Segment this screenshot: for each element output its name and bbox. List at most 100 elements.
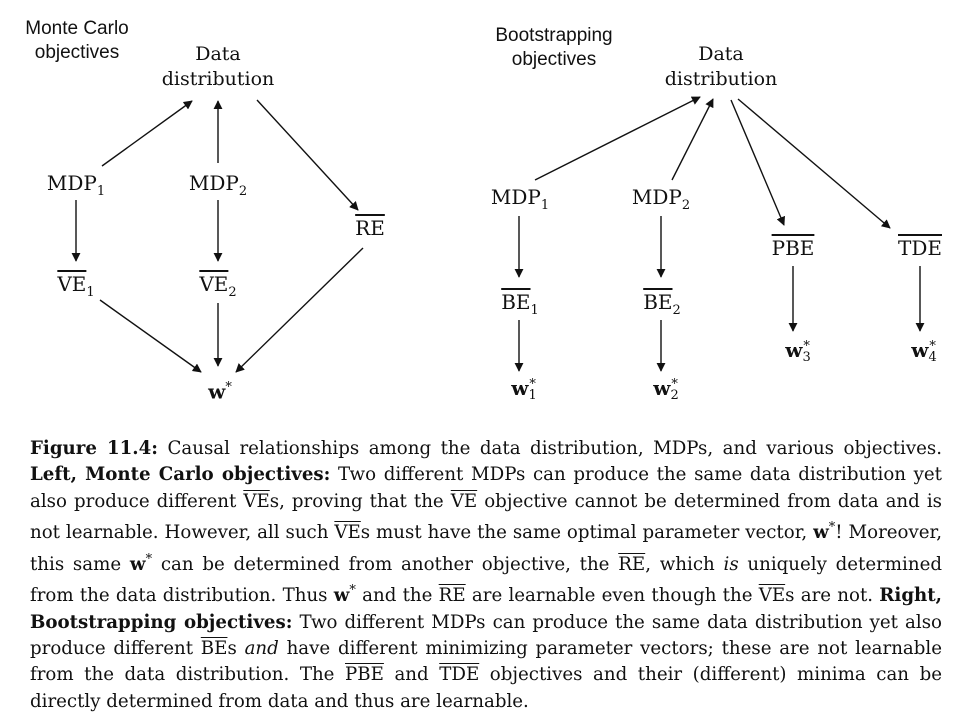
arrow-mdp1-to-data bbox=[101, 100, 193, 167]
left-data-distribution-node: Data distribution bbox=[158, 42, 278, 92]
right-w4-sup: * bbox=[929, 339, 936, 354]
caption-pbe: PBE bbox=[345, 664, 384, 686]
right-w3-base: w bbox=[785, 338, 803, 362]
caption-text: objectives and their (different) minima … bbox=[30, 664, 942, 712]
right-tde-node: TDE bbox=[884, 236, 954, 260]
right-data-line2: distribution bbox=[664, 68, 778, 90]
left-w-base: w bbox=[208, 379, 226, 404]
right-mdp2-sub: 2 bbox=[681, 198, 691, 213]
left-mdp1-node: MDP1 bbox=[36, 171, 116, 204]
caption-text: objective cannot be determined from data… bbox=[30, 490, 942, 544]
left-mdp2-node: MDP2 bbox=[178, 171, 258, 204]
right-pbe-node: PBE bbox=[757, 236, 829, 260]
caption-text: , which bbox=[645, 553, 724, 575]
right-w3-sub: 3 bbox=[802, 350, 811, 365]
left-re-label: RE bbox=[355, 216, 385, 240]
right-w2-sup: * bbox=[671, 377, 678, 392]
right-w2-base: w bbox=[653, 376, 671, 400]
caption-re: RE bbox=[618, 553, 646, 575]
left-mdp1-sub: 1 bbox=[96, 184, 106, 199]
right-w4-node: w*4 bbox=[896, 338, 952, 365]
caption-right-label: Right, Bootstrapping objectives: bbox=[30, 585, 942, 633]
caption-ve: VE bbox=[334, 522, 361, 544]
arrow-ve1-to-w bbox=[99, 299, 202, 373]
right-w1-sub: 1 bbox=[528, 388, 537, 403]
caption-be: BE bbox=[200, 638, 228, 660]
left-mdp2-sub: 2 bbox=[238, 184, 248, 199]
right-be1-sub: 1 bbox=[530, 303, 539, 318]
caption-text: uniquely determined from the data distri… bbox=[30, 553, 942, 607]
caption-tde: TDE bbox=[439, 664, 480, 686]
left-mdp2-base: MDP bbox=[188, 171, 239, 195]
right-w3-node: w*3 bbox=[768, 338, 828, 365]
causal-arrows bbox=[71, 96, 925, 373]
right-data-line1: Data bbox=[698, 43, 744, 65]
right-mdp1-sub: 1 bbox=[540, 198, 550, 213]
right-mdp2-node: MDP2 bbox=[621, 185, 701, 218]
left-ve1-base: VE bbox=[57, 272, 87, 296]
caption-left-label: Left, Monte Carlo objectives: bbox=[30, 464, 331, 486]
left-heading-line2: objectives bbox=[34, 42, 120, 63]
right-be1-node: BE1 bbox=[484, 290, 556, 323]
right-pbe-label: PBE bbox=[771, 236, 815, 260]
arrow-data-to-re bbox=[256, 99, 359, 211]
left-data-line2: distribution bbox=[161, 68, 275, 90]
right-be1-base: BE bbox=[501, 290, 531, 314]
right-w1-node: w*1 bbox=[494, 376, 554, 403]
right-be2-base: BE bbox=[643, 290, 673, 314]
caption-ve: VE bbox=[450, 490, 478, 512]
left-w-sup: * bbox=[225, 380, 232, 395]
left-ve2-sub: 2 bbox=[228, 285, 237, 300]
right-be2-node: BE2 bbox=[626, 290, 698, 323]
right-mdp1-node: MDP1 bbox=[480, 185, 560, 218]
caption-text: Causal relationships among the data dist… bbox=[157, 438, 942, 459]
right-w1-base: w bbox=[511, 376, 529, 400]
left-data-line1: Data bbox=[195, 43, 241, 65]
caption-re: RE bbox=[438, 585, 466, 607]
left-re-node: RE bbox=[335, 216, 405, 240]
right-w4-base: w bbox=[911, 338, 929, 362]
right-w2-sub: 2 bbox=[670, 388, 679, 403]
right-mdp1-base: MDP bbox=[490, 185, 541, 209]
right-be2-sub: 2 bbox=[672, 303, 681, 318]
caption-w: w bbox=[333, 585, 350, 607]
right-mdp2-base: MDP bbox=[631, 185, 682, 209]
figure-caption: Figure 11.4: Causal relationships among … bbox=[30, 436, 942, 715]
caption-w: w bbox=[813, 522, 829, 544]
caption-text: Two different MDPs can produce the same … bbox=[30, 464, 942, 512]
left-ve1-sub: 1 bbox=[86, 285, 95, 300]
left-mdp1-base: MDP bbox=[46, 171, 97, 195]
right-heading-line1: Bootstrapping bbox=[495, 25, 613, 46]
left-w-star-node: w* bbox=[190, 376, 250, 404]
arrow-r-mdp2-to-data bbox=[671, 98, 714, 181]
caption-text: s must have the same optimal parameter v… bbox=[360, 522, 814, 544]
caption-text: Two different MDPs can produce the same … bbox=[30, 611, 942, 660]
caption-ve: VE bbox=[758, 585, 786, 607]
right-w2-node: w*2 bbox=[636, 376, 696, 403]
caption-text: have different minimizing parameter vect… bbox=[30, 638, 942, 686]
right-w4-sub: 4 bbox=[928, 350, 937, 365]
caption-text: s are not. bbox=[785, 585, 880, 607]
left-ve2-node: VE2 bbox=[182, 272, 254, 305]
caption-is: is bbox=[723, 553, 739, 575]
caption-text: can be determined from another objective… bbox=[152, 553, 619, 575]
caption-text: s bbox=[227, 638, 245, 660]
right-heading-line2: objectives bbox=[511, 49, 597, 70]
arrow-r-mdp1-to-data bbox=[534, 96, 701, 181]
arrow-re-to-w bbox=[235, 247, 364, 373]
right-tde-label: TDE bbox=[898, 236, 942, 260]
right-data-distribution-node: Data distribution bbox=[661, 42, 781, 92]
figure-label: Figure 11.4: bbox=[30, 438, 158, 459]
right-w3-sup: * bbox=[803, 339, 810, 354]
caption-star: * bbox=[828, 520, 836, 536]
arrow-r-data-to-tde bbox=[737, 98, 891, 229]
caption-star: * bbox=[145, 551, 153, 567]
caption-w: w bbox=[129, 553, 146, 575]
caption-text: and bbox=[383, 664, 440, 686]
left-heading-line1: Monte Carlo bbox=[25, 18, 129, 39]
caption-text: ! Moreover, this same bbox=[30, 522, 942, 575]
left-ve1-node: VE1 bbox=[40, 272, 112, 305]
caption-and: and bbox=[244, 638, 279, 660]
left-heading: Monte Carlo objectives bbox=[12, 17, 142, 65]
caption-text: are learnable even though the bbox=[465, 585, 759, 607]
